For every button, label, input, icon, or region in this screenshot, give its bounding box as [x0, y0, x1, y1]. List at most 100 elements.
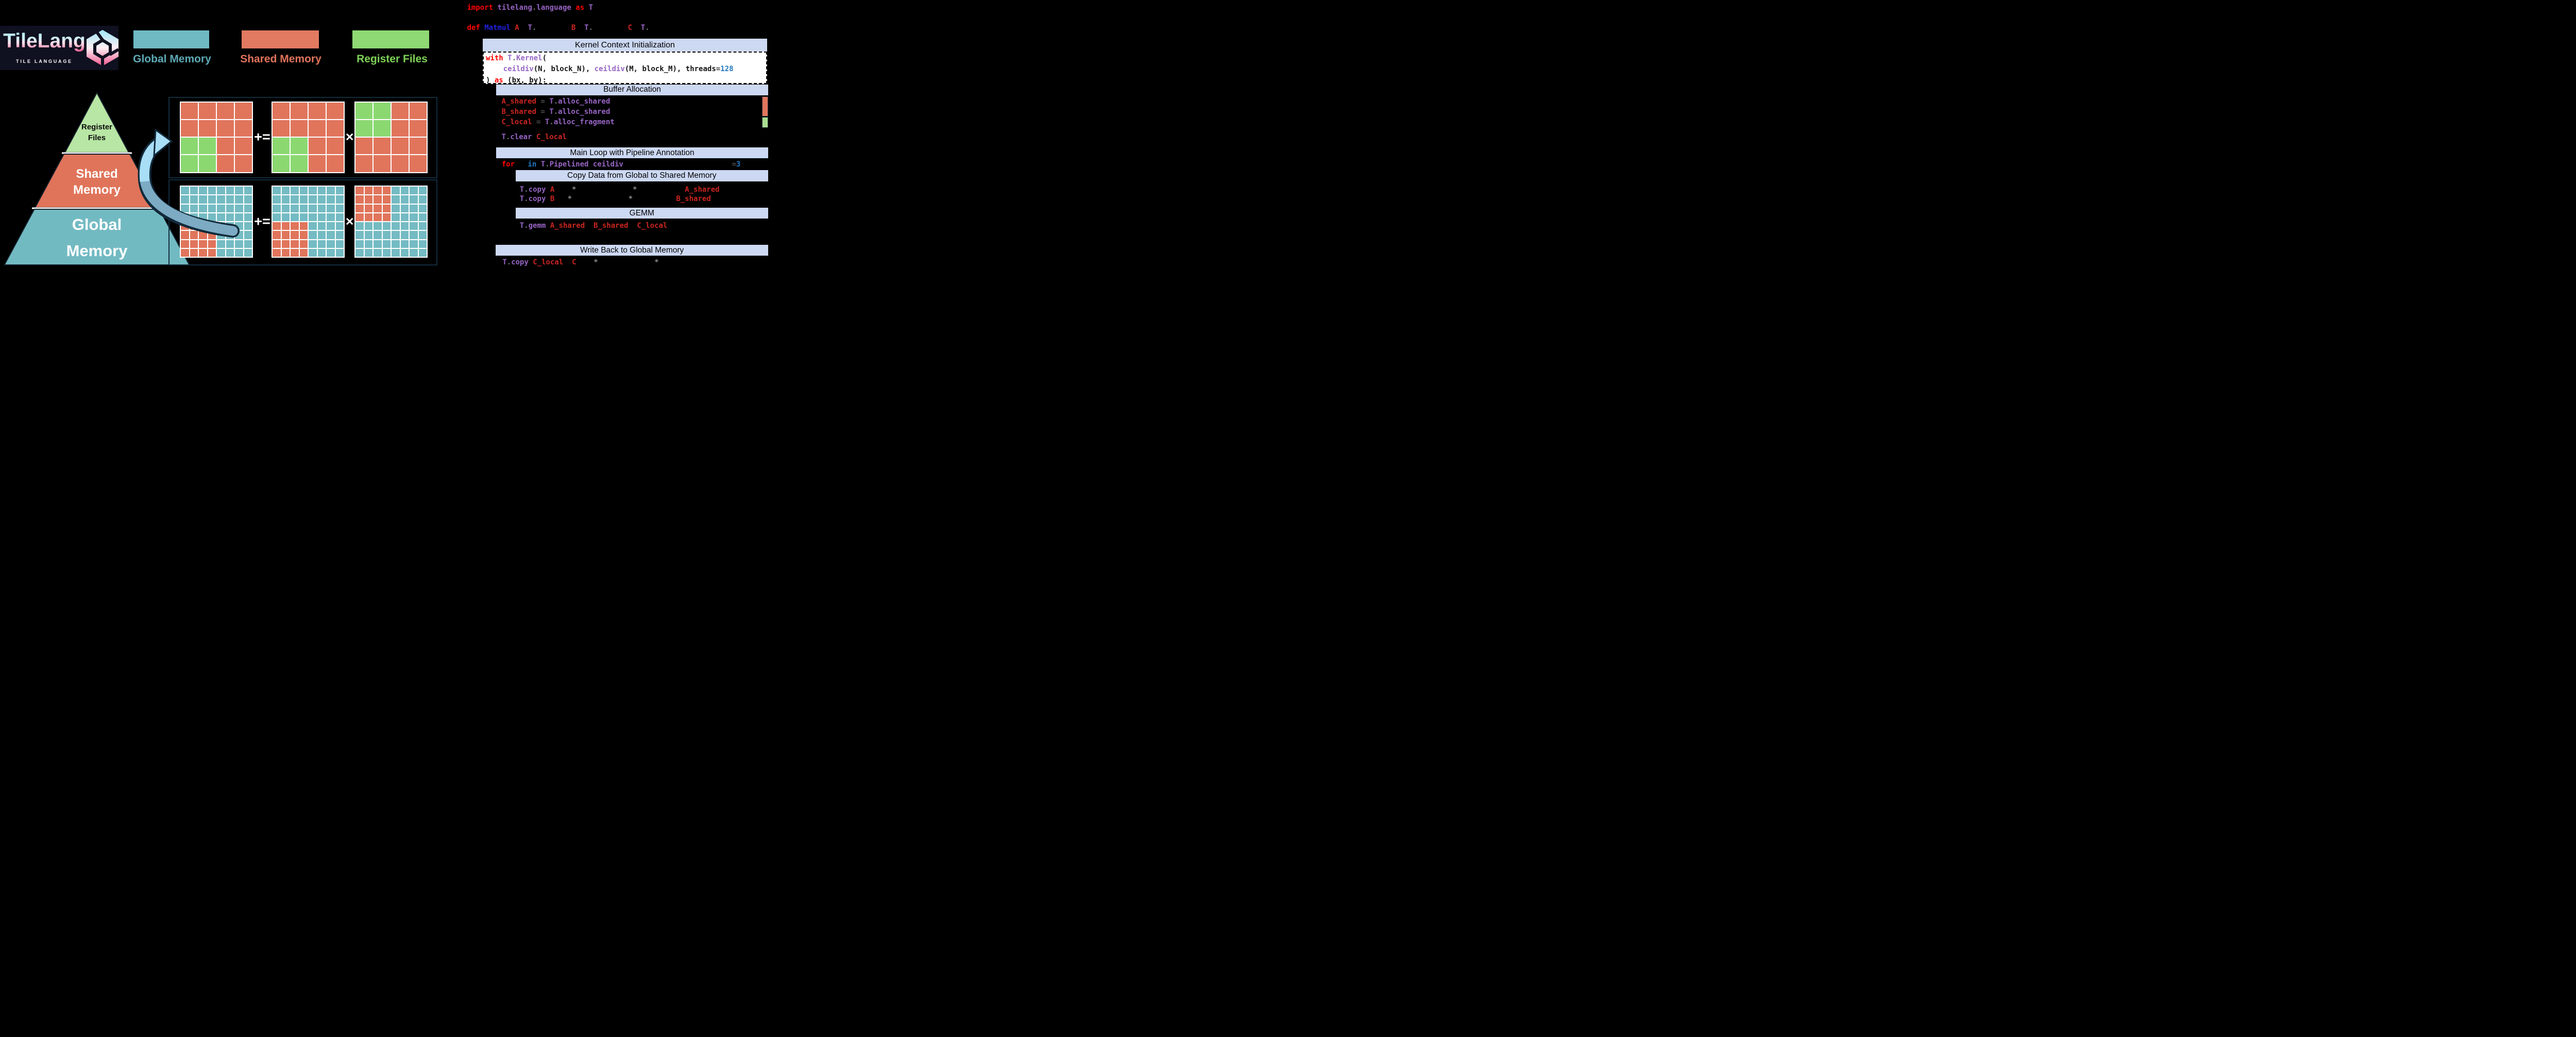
matrix-cell	[400, 231, 409, 239]
code-for-line: for in T.Pipelined ceildiv =3	[501, 160, 741, 169]
matrix-cell	[355, 120, 372, 137]
matrix-cell	[199, 204, 207, 212]
matrix-cell	[382, 231, 391, 239]
matrix-cell	[355, 195, 364, 204]
legend-label-global: Global Memory	[133, 53, 211, 65]
matrix-cell	[235, 155, 252, 172]
matrix-cell	[400, 240, 409, 248]
matrix-cell	[327, 155, 344, 172]
matrix-cell	[217, 102, 234, 119]
matrix-cell	[217, 240, 225, 248]
matrix-cell	[374, 138, 391, 155]
matrix-cell	[199, 102, 216, 119]
matrix-cell	[392, 138, 409, 155]
matrix-cell	[273, 195, 281, 204]
matrix-cell	[208, 222, 216, 230]
matrix-cell	[317, 195, 326, 204]
matrix-cell	[309, 248, 317, 257]
matrix-cell	[244, 195, 252, 204]
matrix-cell	[291, 222, 299, 230]
matrix-cell	[374, 248, 382, 257]
matrix-cell	[309, 213, 317, 221]
matrix-cell	[410, 222, 418, 230]
matrix-cell	[418, 240, 427, 248]
matrix-cell	[208, 204, 216, 212]
matrix-cell	[335, 248, 344, 257]
logo-subtitle: TILE LANGUAGE	[16, 59, 73, 64]
matrix-cell	[208, 240, 216, 248]
matrix-cell	[392, 248, 400, 257]
section-header-write-back: Write Back to Global Memory	[496, 244, 768, 256]
matrix-cell	[226, 213, 234, 221]
pyramid-shared-label-1: Shared	[76, 167, 117, 181]
matrix-cell	[317, 248, 326, 257]
operator-plus-equals-top: +=	[254, 129, 270, 145]
matrix-cell	[299, 231, 308, 239]
matrix-cell	[364, 222, 372, 230]
matrix-cell	[355, 138, 372, 155]
matrix-cell	[291, 248, 299, 257]
matrix-cell	[199, 213, 207, 221]
tilelang-logo: TileLang TILE LANGUAGE	[0, 26, 118, 70]
matrix-cell	[374, 155, 391, 172]
code-copy-b-line: T.copy B * * B_shared	[519, 194, 711, 203]
matrix-cell	[335, 195, 344, 204]
matrix-cell	[392, 102, 409, 119]
matrix-cell	[327, 138, 344, 155]
matrix-cell	[418, 187, 427, 195]
matrix-cell	[226, 195, 234, 204]
matrix-cell	[244, 248, 252, 257]
matrix-cell	[327, 213, 335, 221]
matrix-cell	[309, 195, 317, 204]
matrix-cell	[244, 187, 252, 195]
matrix-cell	[382, 204, 391, 212]
matrix-cell	[355, 248, 364, 257]
matrix-cell	[199, 222, 207, 230]
matrix-cell	[335, 222, 344, 230]
matrix-cell	[208, 231, 216, 239]
logo-title: TileLang	[3, 30, 86, 52]
legend-label-shared: Shared Memory	[240, 53, 321, 65]
section-header-copy-data: Copy Data from Global to Shared Memory	[515, 170, 768, 181]
matrix-cell	[299, 213, 308, 221]
matrix-cell	[281, 231, 290, 239]
matrix-cell	[217, 231, 225, 239]
pyramid-global-label-1: Global	[72, 215, 122, 233]
matrix-cell	[291, 155, 308, 172]
matrix-cell	[410, 138, 427, 155]
code-alloc-b-line: B_shared = T.alloc_shared	[501, 107, 611, 116]
matrix-cell	[291, 213, 299, 221]
matrix-cell	[355, 231, 364, 239]
shared-memory-indicator-bar	[761, 96, 768, 116]
matrix-cell	[392, 187, 400, 195]
matrix-cell	[327, 222, 335, 230]
section-header-buffer-allocation: Buffer Allocation	[496, 84, 768, 95]
matrix-cell	[392, 222, 400, 230]
matrix-cell	[273, 204, 281, 212]
matrix-cell	[190, 248, 198, 257]
matrix-cell	[410, 102, 427, 119]
code-def-line: def Matmul A T. B T. C T.	[467, 24, 650, 32]
matrix-cell	[382, 222, 391, 230]
matrix-cell	[281, 222, 290, 230]
slide-canvas: TileLang TILE LANGUAGE Global Memory Sha…	[0, 0, 808, 310]
operator-times-bottom: ×	[345, 213, 354, 229]
legend-label-register: Register Files	[357, 53, 428, 65]
matrix-cell	[392, 155, 409, 172]
matrix-cell	[317, 187, 326, 195]
code-with-line3: ) as (bx, by):	[486, 76, 547, 85]
matrix-cell	[309, 240, 317, 248]
matrix-cell	[190, 187, 198, 195]
matrix-cell	[327, 204, 335, 212]
matrix-cell	[181, 240, 189, 248]
section-header-main-loop: Main Loop with Pipeline Annotation	[496, 147, 768, 159]
matrix-cell	[291, 138, 308, 155]
matrix-cell	[382, 187, 391, 195]
matrix-cell	[226, 187, 234, 195]
matrix-cell	[355, 102, 372, 119]
matrix-cell	[410, 120, 427, 137]
matrix-cell	[235, 248, 243, 257]
matrix-cell	[281, 240, 290, 248]
matrix-cell	[217, 155, 234, 172]
matrix-cell	[217, 187, 225, 195]
